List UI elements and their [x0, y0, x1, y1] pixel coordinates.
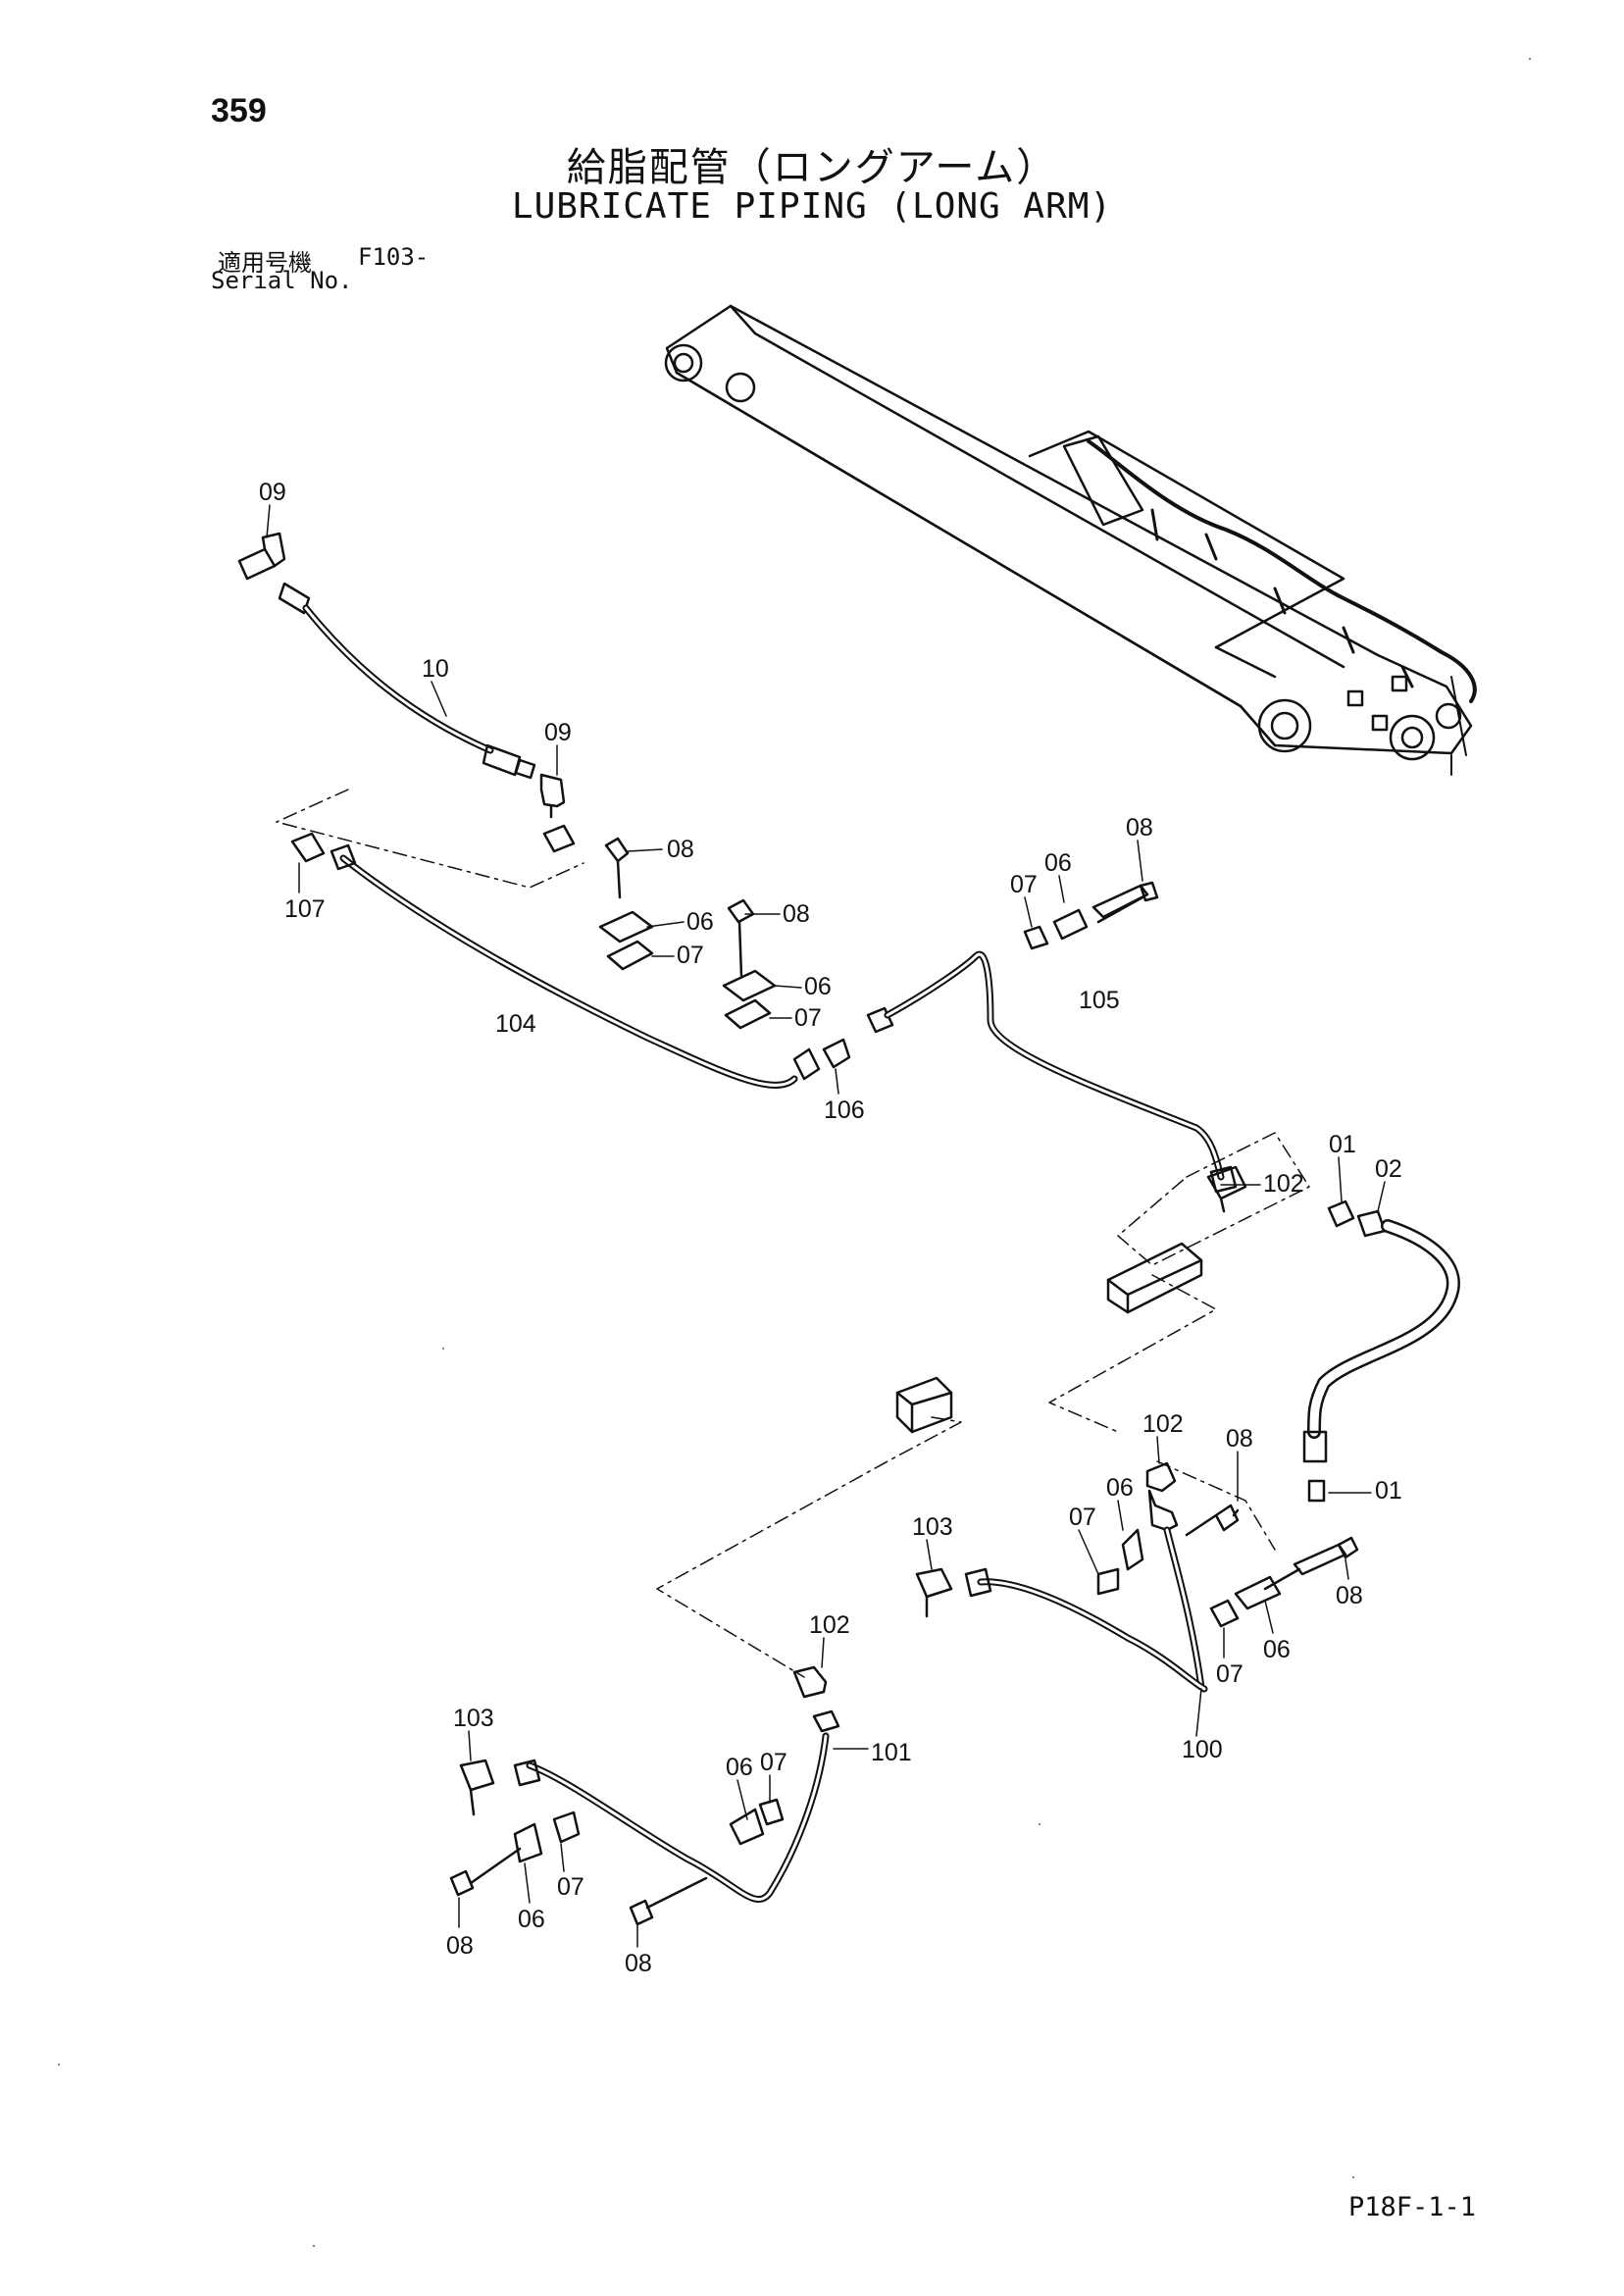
callout-08-g: 08	[625, 1950, 652, 1977]
distribution-block	[656, 1132, 1310, 1678]
middle-pipe-assembly	[866, 881, 1238, 1194]
serial-label-english: Serial No.	[211, 267, 353, 294]
callout-07-e: 07	[1216, 1660, 1243, 1688]
callout-104: 104	[495, 1010, 536, 1038]
callout-100: 100	[1182, 1736, 1223, 1763]
callout-06-f: 06	[726, 1754, 753, 1781]
callout-07-f: 07	[760, 1749, 787, 1776]
callout-09-mid: 09	[544, 719, 572, 746]
callout-07-g: 07	[557, 1873, 584, 1901]
page-number: 359	[211, 92, 267, 129]
arm-illustration	[664, 304, 1477, 776]
callout-06-c: 06	[1044, 849, 1072, 877]
callout-07-a: 07	[677, 942, 704, 969]
callout-08-e: 08	[1336, 1582, 1363, 1609]
callout-08-c: 08	[1126, 814, 1153, 842]
footer-code: P18F-1-1	[1348, 2192, 1477, 2222]
callout-06-a: 06	[686, 908, 714, 936]
callout-105: 105	[1079, 987, 1120, 1014]
callout-103-a: 103	[912, 1513, 953, 1541]
callout-06-b: 06	[804, 973, 832, 1000]
left-pipe-assembly	[276, 789, 851, 1089]
callout-01-a: 01	[1329, 1131, 1356, 1158]
callout-10: 10	[422, 655, 449, 683]
callout-107: 107	[284, 895, 326, 923]
callout-07-c: 07	[1010, 871, 1038, 898]
serial-label-japanese: 適用号機	[218, 249, 312, 277]
callout-08-b: 08	[783, 900, 810, 928]
callout-09-top: 09	[259, 479, 286, 506]
top-hose-assembly	[237, 532, 566, 819]
callout-102-a: 102	[1263, 1170, 1304, 1198]
right-hose-assembly	[1302, 1199, 1460, 1503]
callout-02: 02	[1375, 1155, 1402, 1183]
callout-102-b: 102	[1142, 1410, 1184, 1438]
leader-lines	[266, 504, 1386, 1948]
callout-102-c: 102	[809, 1611, 850, 1639]
callout-08-a: 08	[667, 836, 694, 863]
callout-08-f: 08	[446, 1932, 474, 1960]
title-english: LUBRICATE PIPING (LONG ARM)	[511, 186, 1113, 227]
title-japanese: 給脂配管（ロングアーム）	[566, 145, 1058, 190]
callout-101: 101	[871, 1739, 912, 1766]
scan-specks	[57, 57, 1532, 2248]
callout-06-g: 06	[518, 1906, 545, 1933]
serial-value: F103-	[358, 243, 430, 271]
callout-106: 106	[824, 1097, 865, 1124]
callout-07-b: 07	[794, 1004, 822, 1032]
callout-06-e: 06	[1263, 1636, 1291, 1663]
callout-07-d: 07	[1069, 1504, 1096, 1531]
pipe-101-assembly	[449, 1665, 840, 1926]
callout-06-d: 06	[1106, 1474, 1134, 1502]
callout-08-d: 08	[1226, 1425, 1253, 1453]
callout-103-b: 103	[453, 1705, 494, 1732]
pipe-100-assembly	[915, 1461, 1359, 1693]
callout-01-b: 01	[1375, 1477, 1402, 1505]
